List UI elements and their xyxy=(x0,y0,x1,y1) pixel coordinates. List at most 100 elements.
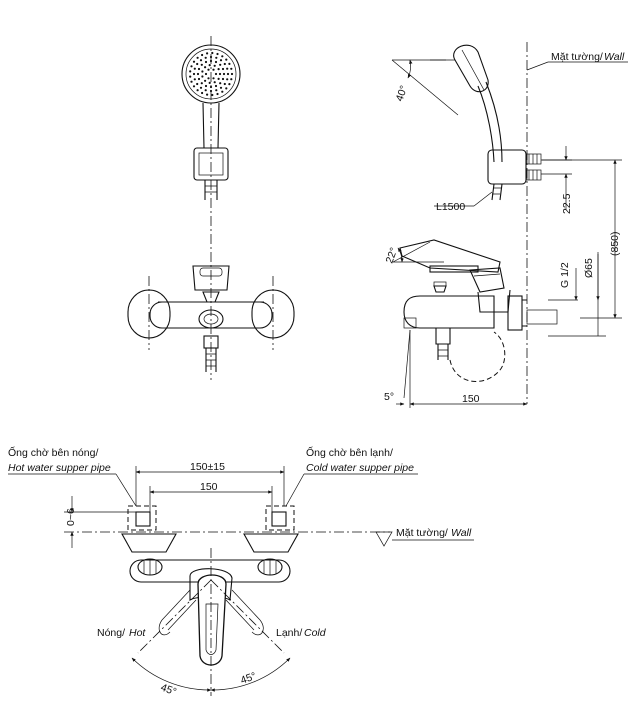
dim-bracket-label: 22.5 xyxy=(561,193,573,214)
nozzle-dot xyxy=(199,59,203,62)
nozzle-dot xyxy=(211,51,214,55)
plan-lever xyxy=(197,574,227,666)
nozzle-dot xyxy=(230,78,233,81)
hot-label-vi: Nóng/ xyxy=(97,627,125,639)
nozzle-dot xyxy=(204,89,207,92)
nozzle-dot xyxy=(223,62,226,66)
nozzle-dot xyxy=(193,78,196,81)
nozzle-dot xyxy=(193,67,196,70)
nozzle-dot xyxy=(226,72,230,76)
hot-pipe-label-en: Hot water supper pipe xyxy=(8,462,111,474)
nozzle-dot xyxy=(189,75,192,78)
cold-pipe-label-vi: Ống chờ bên lạnh/ xyxy=(306,445,393,459)
cold-label-en: Cold xyxy=(304,627,327,639)
nozzle-dot xyxy=(196,62,199,66)
nozzle-dot xyxy=(225,87,228,90)
nozzle-dot xyxy=(219,86,223,89)
dim-outer-label: 150±15 xyxy=(190,461,225,473)
nozzle-dot xyxy=(201,53,204,57)
nozzle-dot xyxy=(221,55,224,58)
dim-offset-label: 0~6 xyxy=(65,508,77,526)
left-wall-flange xyxy=(121,533,177,553)
nozzle-dot xyxy=(204,66,207,69)
nozzle-dot xyxy=(208,64,211,67)
angle-left-label: 45° xyxy=(159,682,178,699)
nozzle-dot xyxy=(204,56,207,59)
nozzle-dot xyxy=(225,58,228,61)
nozzle-dot xyxy=(216,92,219,96)
nozzle-dot xyxy=(204,72,208,76)
dim-thread-label: G 1/2 xyxy=(559,262,571,288)
nozzle-dot xyxy=(190,65,193,68)
nozzle-dot xyxy=(197,77,201,81)
nozzle-dot xyxy=(200,82,203,85)
hose-stub xyxy=(204,180,218,200)
dim-inner-label: 150 xyxy=(200,481,218,493)
nozzle-dot xyxy=(219,59,223,62)
side-shower-handle xyxy=(477,81,503,163)
nozzle-dot xyxy=(213,64,216,67)
diverter-knob xyxy=(198,309,224,329)
nozzle-dot xyxy=(200,63,203,66)
nozzle-dot xyxy=(216,52,219,56)
nozzle-dot xyxy=(221,77,225,81)
nozzle-dot xyxy=(219,82,222,85)
cold-label-vi: Lạnh/ xyxy=(276,627,302,639)
side-lever xyxy=(469,267,505,293)
nozzle-dot xyxy=(196,82,199,86)
hot-pipe-label-vi: Ống chờ bên nóng/ xyxy=(8,445,98,459)
shower-nozzles xyxy=(189,51,234,97)
nozzle-dot xyxy=(201,75,204,78)
nozzle-dot xyxy=(196,89,199,92)
side-wall-label-vi: Mặt tường/ xyxy=(551,51,603,63)
angle-lever-label: 22° xyxy=(384,246,401,265)
side-wall-label-en: Wall xyxy=(604,51,625,63)
nozzle-dot xyxy=(208,81,211,84)
nozzle-dot xyxy=(214,72,218,76)
nozzle-dot xyxy=(214,84,218,88)
dim-depth-label: 150 xyxy=(462,393,480,405)
nozzle-dot xyxy=(189,70,192,73)
plan-wall-label-en: Wall xyxy=(451,527,472,539)
front-view xyxy=(127,36,295,380)
nozzle-dot xyxy=(214,60,218,64)
nozzle-dot xyxy=(226,67,229,70)
nozzle-dot xyxy=(196,72,200,76)
plan-wall-label-vi: Mặt tường/ xyxy=(396,527,448,539)
angle-top-label: 40° xyxy=(394,84,411,103)
wall-marker-icon xyxy=(375,531,393,547)
nozzle-dot xyxy=(207,77,210,80)
nozzle-dot xyxy=(226,78,229,81)
plan-view: Ống chờ bên nóng/ Hot water supper pipe … xyxy=(8,445,474,698)
nozzle-dot xyxy=(201,70,204,73)
nozzle-dot xyxy=(206,52,209,55)
wall-bracket xyxy=(487,149,527,185)
angle-spout-label: 5° xyxy=(384,391,394,403)
nozzle-dot xyxy=(215,89,218,92)
nozzle-dot xyxy=(192,85,196,88)
nozzle-dot xyxy=(211,93,214,97)
nozzle-dot xyxy=(207,68,210,71)
cold-pipe-label-en: Cold water supper pipe xyxy=(306,462,414,474)
nozzle-dot xyxy=(228,83,231,86)
nozzle-dot xyxy=(192,60,196,63)
nozzle-dot xyxy=(228,62,231,65)
dim-diameter-label: Ø65 xyxy=(583,258,595,278)
angle-right-label: 45° xyxy=(239,670,258,687)
nozzle-dot xyxy=(197,67,201,71)
nozzle-dot xyxy=(204,60,208,64)
mixer-lever xyxy=(192,265,230,291)
nozzle-dot xyxy=(204,79,207,82)
side-view: Mặt tường/ Wall 40° L1500 22.5 (850) xyxy=(384,42,628,408)
hose-length-label: L1500 xyxy=(436,201,465,213)
nozzle-dot xyxy=(212,77,215,80)
nozzle-dot xyxy=(213,81,216,84)
nozzle-dot xyxy=(217,77,220,80)
side-spout xyxy=(403,295,495,329)
nozzle-dot xyxy=(221,67,225,71)
right-wall-flange xyxy=(243,533,299,553)
nozzle-dot xyxy=(212,68,215,71)
nozzle-dot xyxy=(190,80,193,83)
